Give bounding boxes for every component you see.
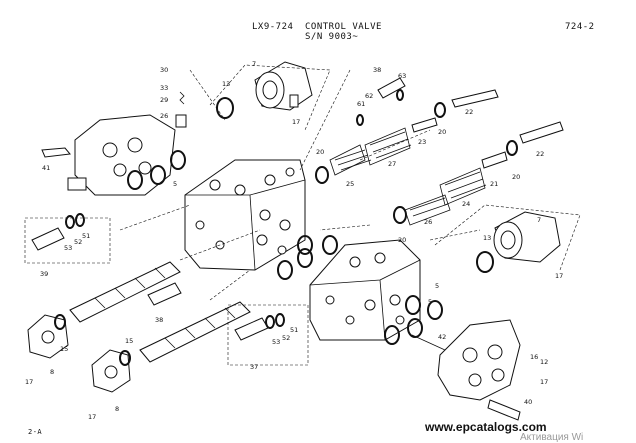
cover-left	[27, 314, 69, 359]
callout: 63	[398, 72, 407, 80]
callout: 40	[524, 398, 533, 406]
valve-block-upper	[184, 159, 306, 271]
callout: 13	[222, 80, 231, 88]
callout: 39	[40, 270, 49, 278]
callout: 8	[115, 405, 120, 413]
springs	[329, 127, 487, 226]
diagram-title: CONTROL VALVE	[305, 22, 382, 32]
callout: 20	[398, 236, 407, 244]
cap-lower	[434, 204, 581, 271]
callout: 24	[462, 200, 471, 208]
spool-center	[139, 301, 251, 363]
leader-lines	[119, 69, 481, 301]
callout: 8	[50, 368, 55, 376]
callout: 15	[60, 345, 69, 353]
cap-upper	[209, 61, 331, 131]
callout: 20	[512, 173, 521, 181]
model-code: LX9-724	[252, 22, 294, 32]
callout: 62	[365, 92, 374, 100]
callout: 17	[540, 378, 549, 386]
callout: 52	[74, 238, 83, 246]
end-plate-lower	[437, 319, 521, 421]
callout: 53	[64, 244, 73, 252]
callout: 52	[282, 334, 291, 342]
callout: 29	[160, 96, 169, 104]
callout: 21	[490, 180, 499, 188]
callout: 41	[42, 164, 51, 172]
callout: 30	[160, 66, 169, 74]
callout: 5	[173, 180, 178, 188]
callout: 33	[160, 84, 169, 92]
activation-notice: Активация Wi	[520, 432, 584, 443]
o-rings	[54, 89, 518, 366]
callout: 7	[252, 60, 257, 68]
callout: 51	[290, 326, 299, 334]
check-valve-assemblies	[24, 77, 406, 366]
callout: 42	[438, 333, 447, 341]
callout: 25	[346, 180, 355, 188]
callout: 12	[540, 358, 549, 366]
cover-center	[91, 349, 131, 393]
callout: 23	[418, 138, 427, 146]
callout: 20	[316, 148, 325, 156]
callout: 13	[483, 234, 492, 242]
callout: 53	[272, 338, 281, 346]
page-reference: 724-2	[565, 22, 595, 32]
callout: 5	[428, 298, 433, 306]
callout: 16	[530, 353, 539, 361]
spool-left	[69, 261, 181, 323]
serial-range: S/N 9003~	[305, 32, 359, 42]
callout: 37	[250, 363, 259, 371]
callout: 15	[125, 337, 134, 345]
bolts	[175, 89, 564, 351]
callout: 17	[555, 272, 564, 280]
callout: 17	[25, 378, 34, 386]
callout: 26	[424, 218, 433, 226]
callout: 38	[155, 316, 164, 324]
callout: 22	[536, 150, 545, 158]
callout: 51	[82, 232, 91, 240]
callout: 7	[537, 216, 542, 224]
callout: 17	[292, 118, 301, 126]
page-code: 2-A	[28, 428, 43, 436]
callout: 5	[435, 282, 440, 290]
callout: 22	[465, 108, 474, 116]
callout: 27	[388, 160, 397, 168]
callout: 20	[438, 128, 447, 136]
callout: 26	[160, 112, 169, 120]
callout: 61	[357, 100, 366, 108]
callout: 38	[373, 66, 382, 74]
watermark-link[interactable]: www.epcatalogs.com	[425, 420, 547, 434]
valve-block-lower	[309, 239, 421, 341]
callout: 17	[88, 413, 97, 421]
